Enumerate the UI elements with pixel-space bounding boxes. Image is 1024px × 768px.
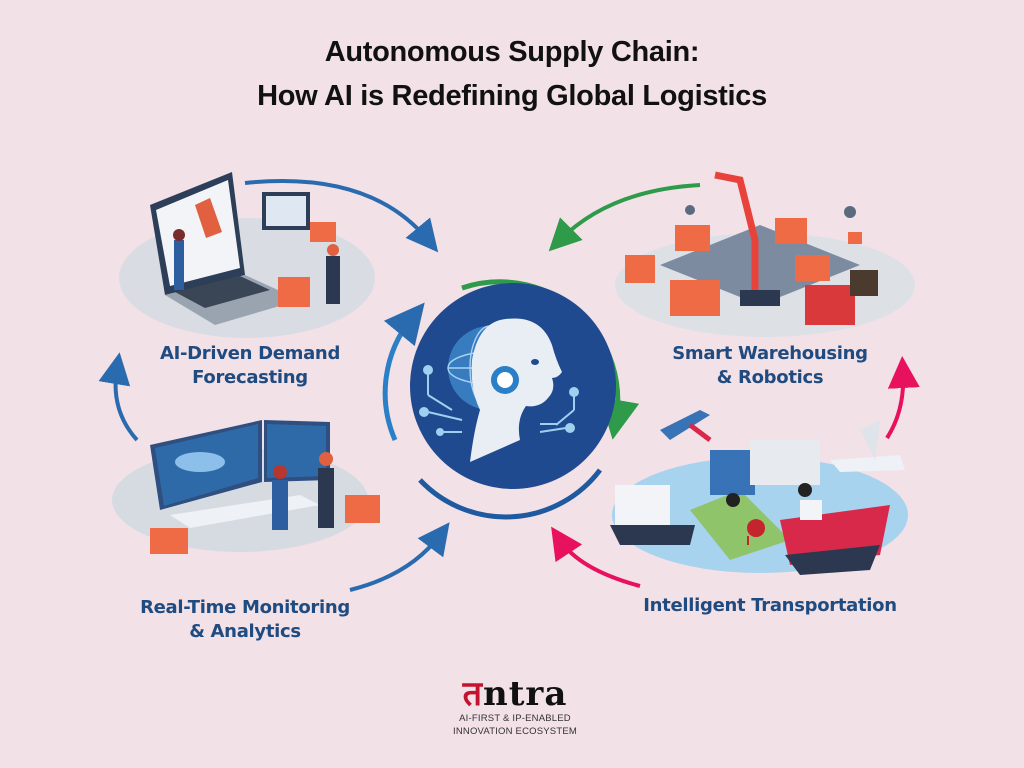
title-line-1: Autonomous Supply Chain: <box>324 36 700 68</box>
stage-label-line1: AI-Driven Demand <box>159 343 341 364</box>
arrow-forecast-to-center <box>244 179 439 253</box>
logo-wordmark: तntra <box>420 676 610 712</box>
transportation-illustration <box>610 410 908 575</box>
stage-label-warehousing: Smart Warehousing & Robotics <box>660 342 880 390</box>
ai-center-circle <box>410 283 616 489</box>
warehouse-illustration <box>615 171 915 337</box>
arrow-monitoring-to-forecast <box>98 352 139 442</box>
stage-label-line2: & Analytics <box>189 621 301 642</box>
title-line-2: How AI is Redefining Global Logistics <box>257 80 767 112</box>
logo-tagline-1: AI-FIRST & IP-ENABLED <box>459 713 571 724</box>
stage-label-line2: & Robotics <box>716 367 824 388</box>
logo-mark-icon: त <box>462 674 483 714</box>
stage-label-monitoring: Real-Time Monitoring & Analytics <box>130 596 360 644</box>
tantra-logo: तntra AI-FIRST & IP-ENABLED INNOVATION E… <box>420 676 610 738</box>
monitoring-illustration <box>112 420 380 554</box>
stage-label-line1: Intelligent Transportation <box>643 595 897 616</box>
arrow-warehouse-to-center <box>548 183 701 252</box>
stage-label-forecasting: AI-Driven Demand Forecasting <box>140 342 360 390</box>
stage-label-line1: Real-Time Monitoring <box>140 597 350 618</box>
stage-label-transportation: Intelligent Transportation <box>630 594 910 618</box>
arrow-transport-to-center <box>551 526 641 588</box>
stage-label-line2: Forecasting <box>192 367 308 388</box>
stage-label-line1: Smart Warehousing <box>672 343 868 364</box>
logo-text: ntra <box>483 674 568 714</box>
logo-tagline-2: INNOVATION ECOSYSTEM <box>453 726 577 737</box>
forecasting-illustration <box>119 172 375 338</box>
arrow-transport-to-warehouse <box>885 356 920 440</box>
arrow-monitoring-to-center <box>349 522 450 592</box>
